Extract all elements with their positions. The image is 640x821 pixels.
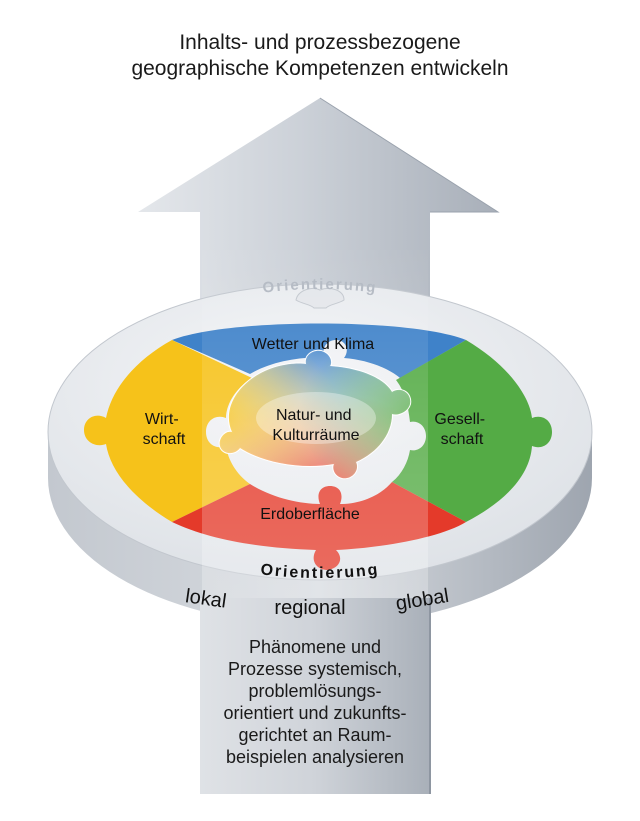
label-nature-culture: Natur- und Kulturräume xyxy=(272,407,359,444)
bottom-description: Phänomene und Prozesse systemisch, probl… xyxy=(200,636,430,768)
bottom-line-3: problemlösungs- xyxy=(248,681,382,701)
orientation-top-label: Orientierung xyxy=(262,276,379,297)
bottom-line-1: Phänomene und xyxy=(248,637,382,657)
title-line-1: Inhalts- und prozessbezogene xyxy=(179,31,461,54)
title-line-2: geographische Kompetenzen entwickeln xyxy=(131,57,509,80)
orientation-bottom-label: Orientierung xyxy=(260,561,381,582)
bottom-line-6: beispielen analysieren xyxy=(225,747,405,767)
bottom-arrow-shaft xyxy=(200,598,430,794)
puzzle-piece-green xyxy=(392,340,552,522)
light-beam xyxy=(202,250,428,610)
scale-regional-label: regional xyxy=(274,597,345,619)
label-society: Gesell- schaft xyxy=(434,411,489,448)
label-economy: Wirt- schaft xyxy=(143,411,186,448)
label-weather-climate: Wetter und Klima xyxy=(252,336,375,353)
disc-side xyxy=(48,432,592,626)
bottom-line-4: orientiert und zukunfts- xyxy=(223,703,407,723)
bottom-line-2: Prozesse systemisch, xyxy=(227,659,403,679)
label-earth-surface: Erdoberfläche xyxy=(260,506,360,523)
diagram-title: Inhalts- und prozessbezogene geographisc… xyxy=(0,30,640,82)
scale-local-label: lokal xyxy=(184,585,228,613)
bottom-line-5: gerichtet an Raum- xyxy=(238,725,392,745)
